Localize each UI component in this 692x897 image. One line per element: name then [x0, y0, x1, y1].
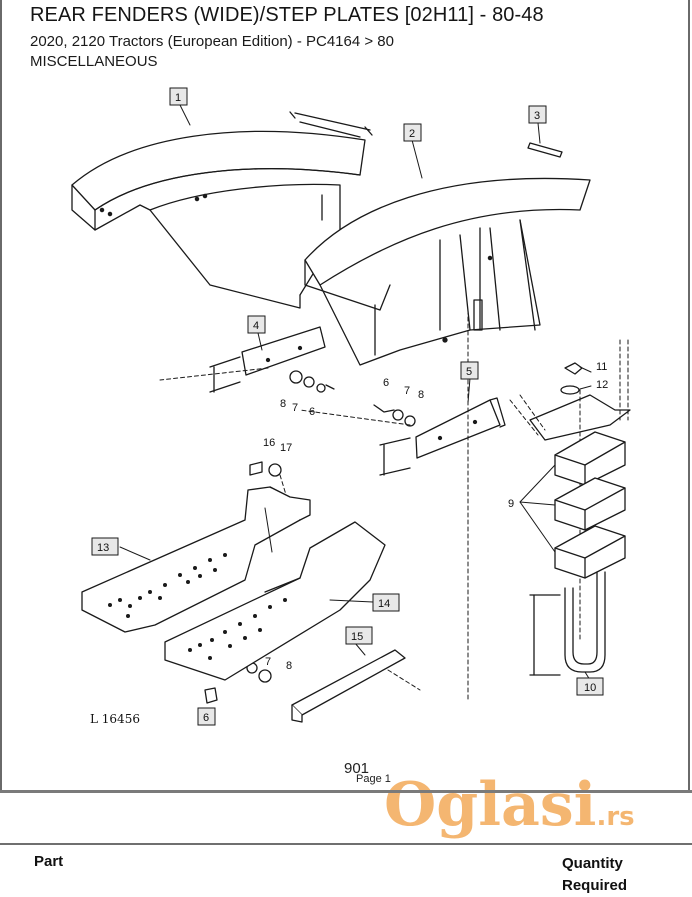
plate-5-drawing — [379, 397, 506, 476]
callout-1: 1 — [175, 92, 181, 104]
plate-4-drawing — [209, 326, 326, 393]
fender-right-drawing — [304, 177, 591, 366]
page-frame-right — [688, 0, 690, 790]
nut-drawing — [564, 362, 583, 375]
washer-drawing — [560, 385, 580, 395]
section-name: MISCELLANEOUS — [30, 53, 158, 70]
callout-6-bottom: 6 — [203, 712, 209, 724]
page-number: 901 — [344, 760, 370, 777]
callout-15: 15 — [351, 631, 363, 643]
callout-6-left: 6 — [309, 406, 315, 418]
column-header-part: Part — [34, 853, 64, 870]
callout-11: 11 — [596, 361, 607, 373]
parts-diagram: 1 2 3 4 5 13 14 15 10 6 8 7 6 6 7 8 16 1… — [71, 87, 631, 726]
mount-blocks-drawing — [554, 431, 626, 579]
page-frame-left — [0, 0, 2, 790]
u-bolt-drawing — [529, 571, 606, 676]
callout-8-mid: 8 — [418, 389, 424, 401]
section-divider-bottom — [0, 843, 692, 845]
callout-10: 10 — [584, 682, 596, 694]
callout-9: 9 — [508, 498, 514, 510]
watermark-tld: .rs — [596, 802, 635, 832]
strip-15-drawing — [291, 649, 406, 723]
bolt-set-left — [289, 370, 335, 393]
bolt-set-top — [249, 461, 282, 477]
callout-5: 5 — [466, 366, 472, 378]
callout-8-left: 8 — [280, 398, 286, 410]
callout-4: 4 — [253, 320, 259, 332]
column-header-quantity: Quantity Required — [562, 853, 627, 897]
callout-17: 17 — [280, 442, 292, 454]
callout-7-mid: 7 — [404, 385, 410, 397]
page-label: Page 1 — [356, 773, 391, 785]
page-subtitle: 2020, 2120 Tractors (European Edition) -… — [30, 33, 394, 50]
callout-13: 13 — [97, 542, 109, 554]
bolt-set-mid — [373, 404, 416, 427]
section-divider-top — [0, 790, 692, 793]
callout-7-left: 7 — [292, 402, 298, 414]
callout-2: 2 — [409, 128, 415, 140]
drawing-number-text: L 16456 — [90, 712, 140, 726]
callout-7-bottom: 7 — [265, 656, 271, 668]
fender-left-drawing — [71, 111, 373, 309]
step-plate-14-drawing — [164, 521, 386, 681]
step-plate-13-drawing — [81, 486, 311, 633]
callout-6-mid: 6 — [383, 377, 389, 389]
callout-3: 3 — [534, 110, 540, 122]
callout-14: 14 — [378, 598, 390, 610]
callout-12: 12 — [596, 379, 608, 391]
watermark-brand: Oglasi — [384, 770, 597, 840]
callout-8-bottom: 8 — [286, 660, 292, 672]
pin-drawing — [527, 142, 563, 158]
watermark-logo: Oglasi.rs — [384, 770, 635, 840]
column-header-quantity-line2: Required — [562, 877, 628, 894]
bracket-frame-drawing — [529, 394, 631, 441]
callout-16: 16 — [263, 437, 275, 449]
page-title: REAR FENDERS (WIDE)/STEP PLATES [02H11] … — [30, 4, 544, 26]
column-header-quantity-line1: Quantity — [562, 855, 623, 872]
